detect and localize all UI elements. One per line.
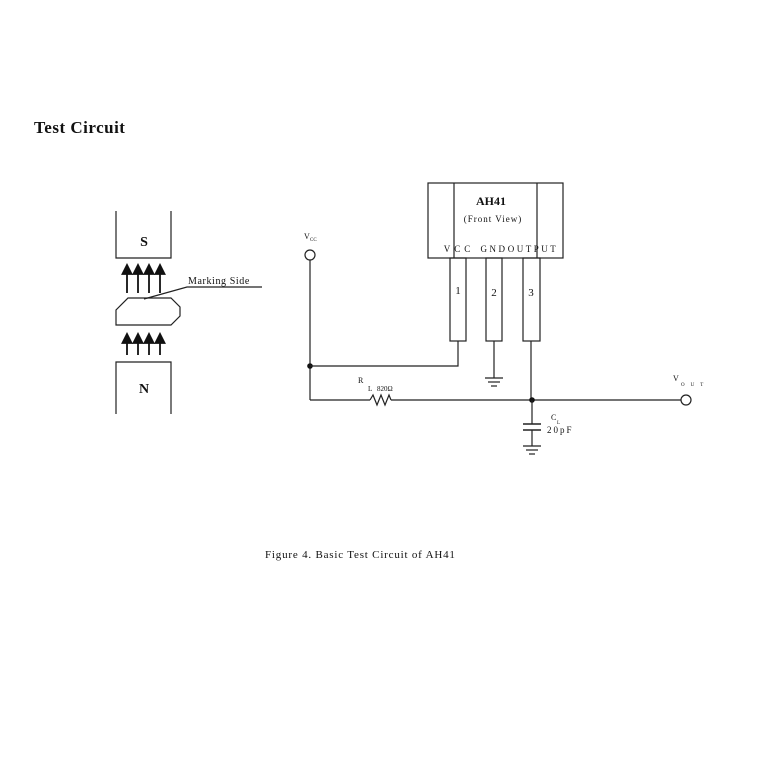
pin-2 xyxy=(485,257,503,342)
pin-3 xyxy=(522,257,541,342)
vout-label: V xyxy=(673,374,679,383)
magnet-assembly: S N Marking Side xyxy=(115,211,262,414)
sensor-package-side xyxy=(115,297,181,326)
pin-label-gnd: GND xyxy=(481,244,508,254)
vout-subscript: OUT xyxy=(681,383,709,388)
resistor-subscript: L xyxy=(368,385,372,393)
north-pole-magnet xyxy=(115,361,172,414)
ground-symbol-pin2 xyxy=(485,377,503,387)
resistor-label: R xyxy=(358,376,364,385)
section-heading: Test Circuit xyxy=(34,118,126,137)
load-resistor xyxy=(369,393,392,407)
pin-label-output: OUTPUT xyxy=(508,244,559,254)
capacitor-label: C xyxy=(551,413,556,422)
field-arrows-upper xyxy=(121,262,166,293)
ah41-package: AH41 (Front View) VCC GND OUTPUT 1 2 3 xyxy=(427,182,564,342)
pin-1 xyxy=(449,257,467,342)
marking-side-label: Marking Side xyxy=(188,276,250,287)
marking-leader-line xyxy=(143,286,262,300)
load-capacitor xyxy=(523,423,541,431)
figure-caption: Figure 4. Basic Test Circuit of AH41 xyxy=(265,549,456,561)
south-pole-magnet xyxy=(115,211,172,259)
vcc-terminal xyxy=(304,249,316,261)
resistor-value: 820Ω xyxy=(377,385,393,393)
pin-number-3: 3 xyxy=(528,287,534,299)
circuit-wiring: V CC R L 820Ω V OUT xyxy=(304,232,709,455)
pin-number-1: 1 xyxy=(455,285,461,297)
field-arrows-lower xyxy=(121,331,166,355)
capacitor-value: 20pF xyxy=(547,425,574,435)
south-pole-label: S xyxy=(140,235,148,250)
pin-number-2: 2 xyxy=(491,287,497,299)
vcc-subscript: CC xyxy=(310,238,317,243)
north-pole-label: N xyxy=(139,382,149,397)
ground-symbol-capacitor xyxy=(523,445,541,455)
vout-terminal xyxy=(680,394,692,406)
capacitor-subscript: L xyxy=(557,421,560,426)
device-name: AH41 xyxy=(476,194,506,208)
front-view-label: (Front View) xyxy=(464,214,523,224)
vcc-label: V xyxy=(304,232,310,241)
pin-label-vcc: VCC xyxy=(444,244,475,254)
